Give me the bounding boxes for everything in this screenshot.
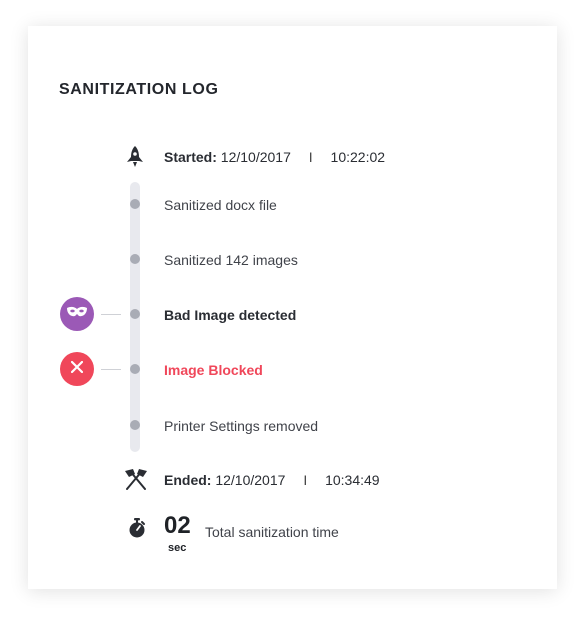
timeline-dot [130, 199, 140, 209]
end-label: Ended: [164, 472, 212, 488]
badge-connector [101, 314, 121, 315]
step-image-blocked: Image Blocked [164, 362, 263, 378]
start-row: Started: 12/10/2017 I 10:22:02 [164, 149, 385, 165]
rocket-icon [127, 146, 143, 173]
sanitization-log-card: SANITIZATION LOG Started: 12/10/2017 I 1… [28, 26, 557, 589]
total-time-value: 02 [164, 512, 191, 539]
start-date: 12/10/2017 [220, 149, 291, 165]
timeline-dot [130, 364, 140, 374]
start-separator: I [308, 149, 313, 165]
blocked-badge [60, 352, 94, 386]
start-time: 10:22:02 [330, 149, 386, 165]
step-bad-image-detected: Bad Image detected [164, 307, 297, 323]
mask-icon [66, 305, 88, 323]
bad-image-badge [60, 297, 94, 331]
timeline-dot [130, 309, 140, 319]
crossed-flags-icon [124, 468, 148, 495]
step-printer-settings-removed: Printer Settings removed [164, 418, 319, 434]
timeline-dot [130, 254, 140, 264]
step-sanitized-images: Sanitized 142 images [164, 252, 298, 268]
close-icon [70, 360, 84, 378]
step-sanitized-docx: Sanitized docx file [164, 197, 277, 213]
end-time: 10:34:49 [325, 472, 380, 488]
total-time-label: Total sanitization time [205, 524, 339, 540]
total-time-unit: sec [168, 542, 187, 554]
timeline-dot [130, 420, 140, 430]
end-separator: I [303, 472, 308, 488]
start-label: Started: [164, 149, 217, 165]
badge-connector [101, 369, 121, 370]
stopwatch-icon [128, 518, 146, 543]
end-date: 12/10/2017 [215, 472, 286, 488]
end-row: Ended: 12/10/2017 I 10:34:49 [164, 472, 380, 488]
card-title: SANITIZATION LOG [59, 81, 219, 98]
